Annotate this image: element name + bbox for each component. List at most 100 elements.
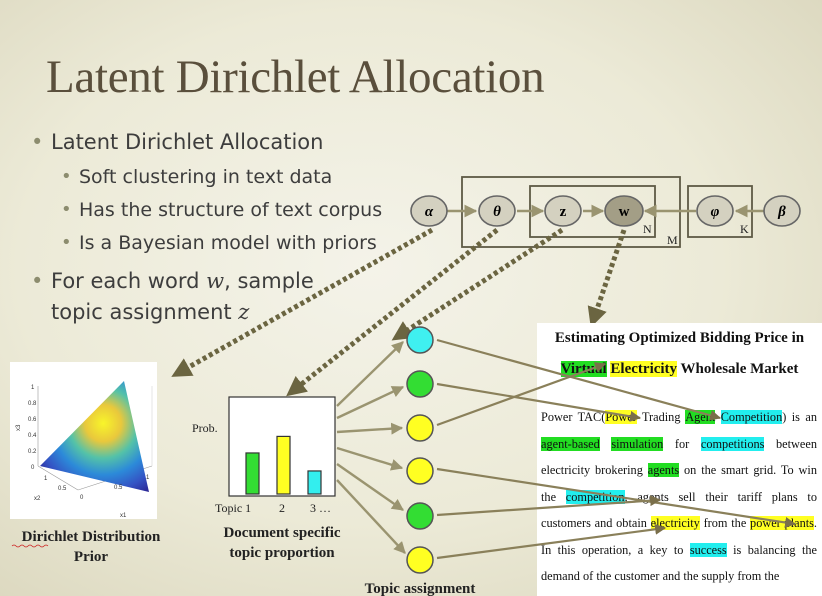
bullet-text: topic assignment	[51, 300, 239, 324]
document-panel: Estimating Optimized Bidding Price in Vi…	[537, 323, 822, 596]
doc-text: from the	[699, 516, 751, 530]
spellcheck-underline	[11, 544, 49, 548]
hist-xlabel-3: 3 …	[310, 501, 331, 515]
histogram-bar	[307, 470, 322, 495]
hist-xlabel-1: Topic 1	[215, 501, 251, 515]
ztick: 1	[31, 385, 35, 391]
dirichlet-caption-2: Prior	[74, 549, 108, 565]
topic-circle	[406, 370, 434, 398]
hist-caption-1: Document specific	[223, 525, 340, 541]
plate-k-label: K	[740, 222, 749, 236]
x-axis-label: x1	[120, 513, 127, 519]
hist-caption-2: topic proportion	[229, 545, 335, 561]
node-w-label: w	[619, 204, 630, 220]
doc-word: agent-based	[541, 436, 600, 451]
dotted-alpha-dirichlet	[171, 227, 434, 377]
xtick: 1	[146, 475, 150, 481]
ztick: 0.4	[28, 433, 37, 439]
doc-word: Competition	[720, 410, 783, 424]
doc-word: power plants	[750, 516, 814, 530]
topic-circle	[406, 546, 434, 574]
node-phi-label: φ	[711, 204, 720, 220]
doc-title-rest: Wholesale Market	[677, 361, 799, 377]
doc-word: Power	[605, 410, 637, 424]
doc-word: competition	[565, 489, 625, 504]
doc-text: for	[663, 436, 701, 451]
arrow	[336, 385, 405, 420]
ztick: 0	[31, 465, 35, 471]
doc-word: competitions	[700, 436, 765, 451]
topic-circle	[406, 414, 434, 442]
bullet-text: For each word	[51, 269, 207, 293]
node-alpha	[410, 195, 448, 227]
node-theta-label: θ	[493, 204, 501, 220]
node-z-label: z	[560, 204, 567, 220]
doc-text	[715, 410, 720, 424]
arrow	[336, 446, 404, 471]
node-theta	[478, 195, 516, 227]
ytick: 0.5	[58, 486, 67, 492]
bullet-each-word: For each word w, sample topic assignment…	[31, 266, 314, 328]
doc-title: Estimating Optimized Bidding Price in Vi…	[537, 323, 822, 385]
dotted-theta-hist	[286, 228, 499, 397]
var-w: w	[206, 269, 225, 293]
sub-bullet-2: Has the structure of text corpus	[61, 199, 382, 221]
topic-circle	[406, 457, 434, 485]
doc-word: electricity	[650, 516, 700, 530]
topic-assignment-caption: Topic assignment	[365, 581, 476, 596]
doc-word: success	[689, 542, 727, 557]
histogram-bar	[276, 435, 291, 495]
dirichlet-axis	[37, 465, 79, 491]
arrow	[336, 463, 404, 511]
hist-to-topic-arrows	[336, 341, 406, 554]
doc-text	[600, 437, 612, 451]
doc-word: Agent	[685, 410, 716, 424]
doc-word: Virtual	[560, 361, 607, 377]
xtick: 0	[80, 495, 84, 501]
xtick: 0.5	[114, 485, 123, 491]
topic-assignment-circles	[406, 326, 434, 574]
sub-bullet-1: Soft clustering in text data	[61, 166, 332, 188]
dotted-w-document	[587, 229, 627, 328]
arrow	[336, 422, 404, 435]
z-axis-label: x3	[16, 424, 22, 431]
node-alpha-label: α	[425, 204, 434, 220]
topic-circle	[406, 326, 434, 354]
ztick: 0.6	[28, 417, 37, 423]
node-phi	[696, 195, 734, 227]
dirichlet-caption-1: Dirichlet Distribution	[22, 529, 161, 545]
histogram-bars	[245, 435, 322, 495]
doc-body: Power TAC(Power Trading Agent Competitio…	[537, 404, 822, 590]
bullet-text: , sample	[224, 269, 314, 293]
node-beta-label: β	[777, 204, 786, 220]
doc-text: ) is an	[782, 410, 817, 424]
dirichlet-simplex	[40, 381, 149, 492]
hist-ylabel: Prob.	[192, 421, 218, 435]
doc-text: Trading	[636, 410, 686, 424]
sub-bullet-3: Is a Bayesian model with priors	[61, 232, 377, 254]
dirichlet-plot: 1 0.8 0.6 0.4 0.2 0 x3 1 0.5 x2 0 0.5 1 …	[10, 362, 157, 519]
node-beta	[763, 195, 801, 227]
histogram-bar	[245, 452, 260, 495]
topic-circle	[406, 502, 434, 530]
doc-text: is balancing the demand of the customer …	[541, 542, 818, 584]
node-w	[604, 195, 644, 227]
ztick: 0.8	[28, 401, 37, 407]
hist-xlabel-2: 2	[279, 501, 285, 515]
ztick: 0.2	[28, 449, 37, 455]
doc-text: Power TAC(	[541, 410, 606, 424]
doc-word: Electricity	[610, 361, 678, 377]
arrow	[336, 479, 406, 554]
arrow	[336, 341, 404, 407]
var-z: z	[238, 300, 250, 324]
ytick: 1	[44, 476, 48, 482]
doc-word: simulation	[611, 436, 664, 451]
doc-title-line1: Estimating Optimized Bidding Price in	[554, 330, 805, 346]
slide-title: Latent Dirichlet Allocation	[46, 51, 545, 103]
doc-word: agents	[647, 463, 680, 477]
plate-n-label: N	[643, 222, 652, 236]
y-axis-label: x2	[34, 496, 41, 502]
plate-m-label: M	[667, 233, 678, 247]
bullet-lda: Latent Dirichlet Allocation	[31, 130, 324, 154]
